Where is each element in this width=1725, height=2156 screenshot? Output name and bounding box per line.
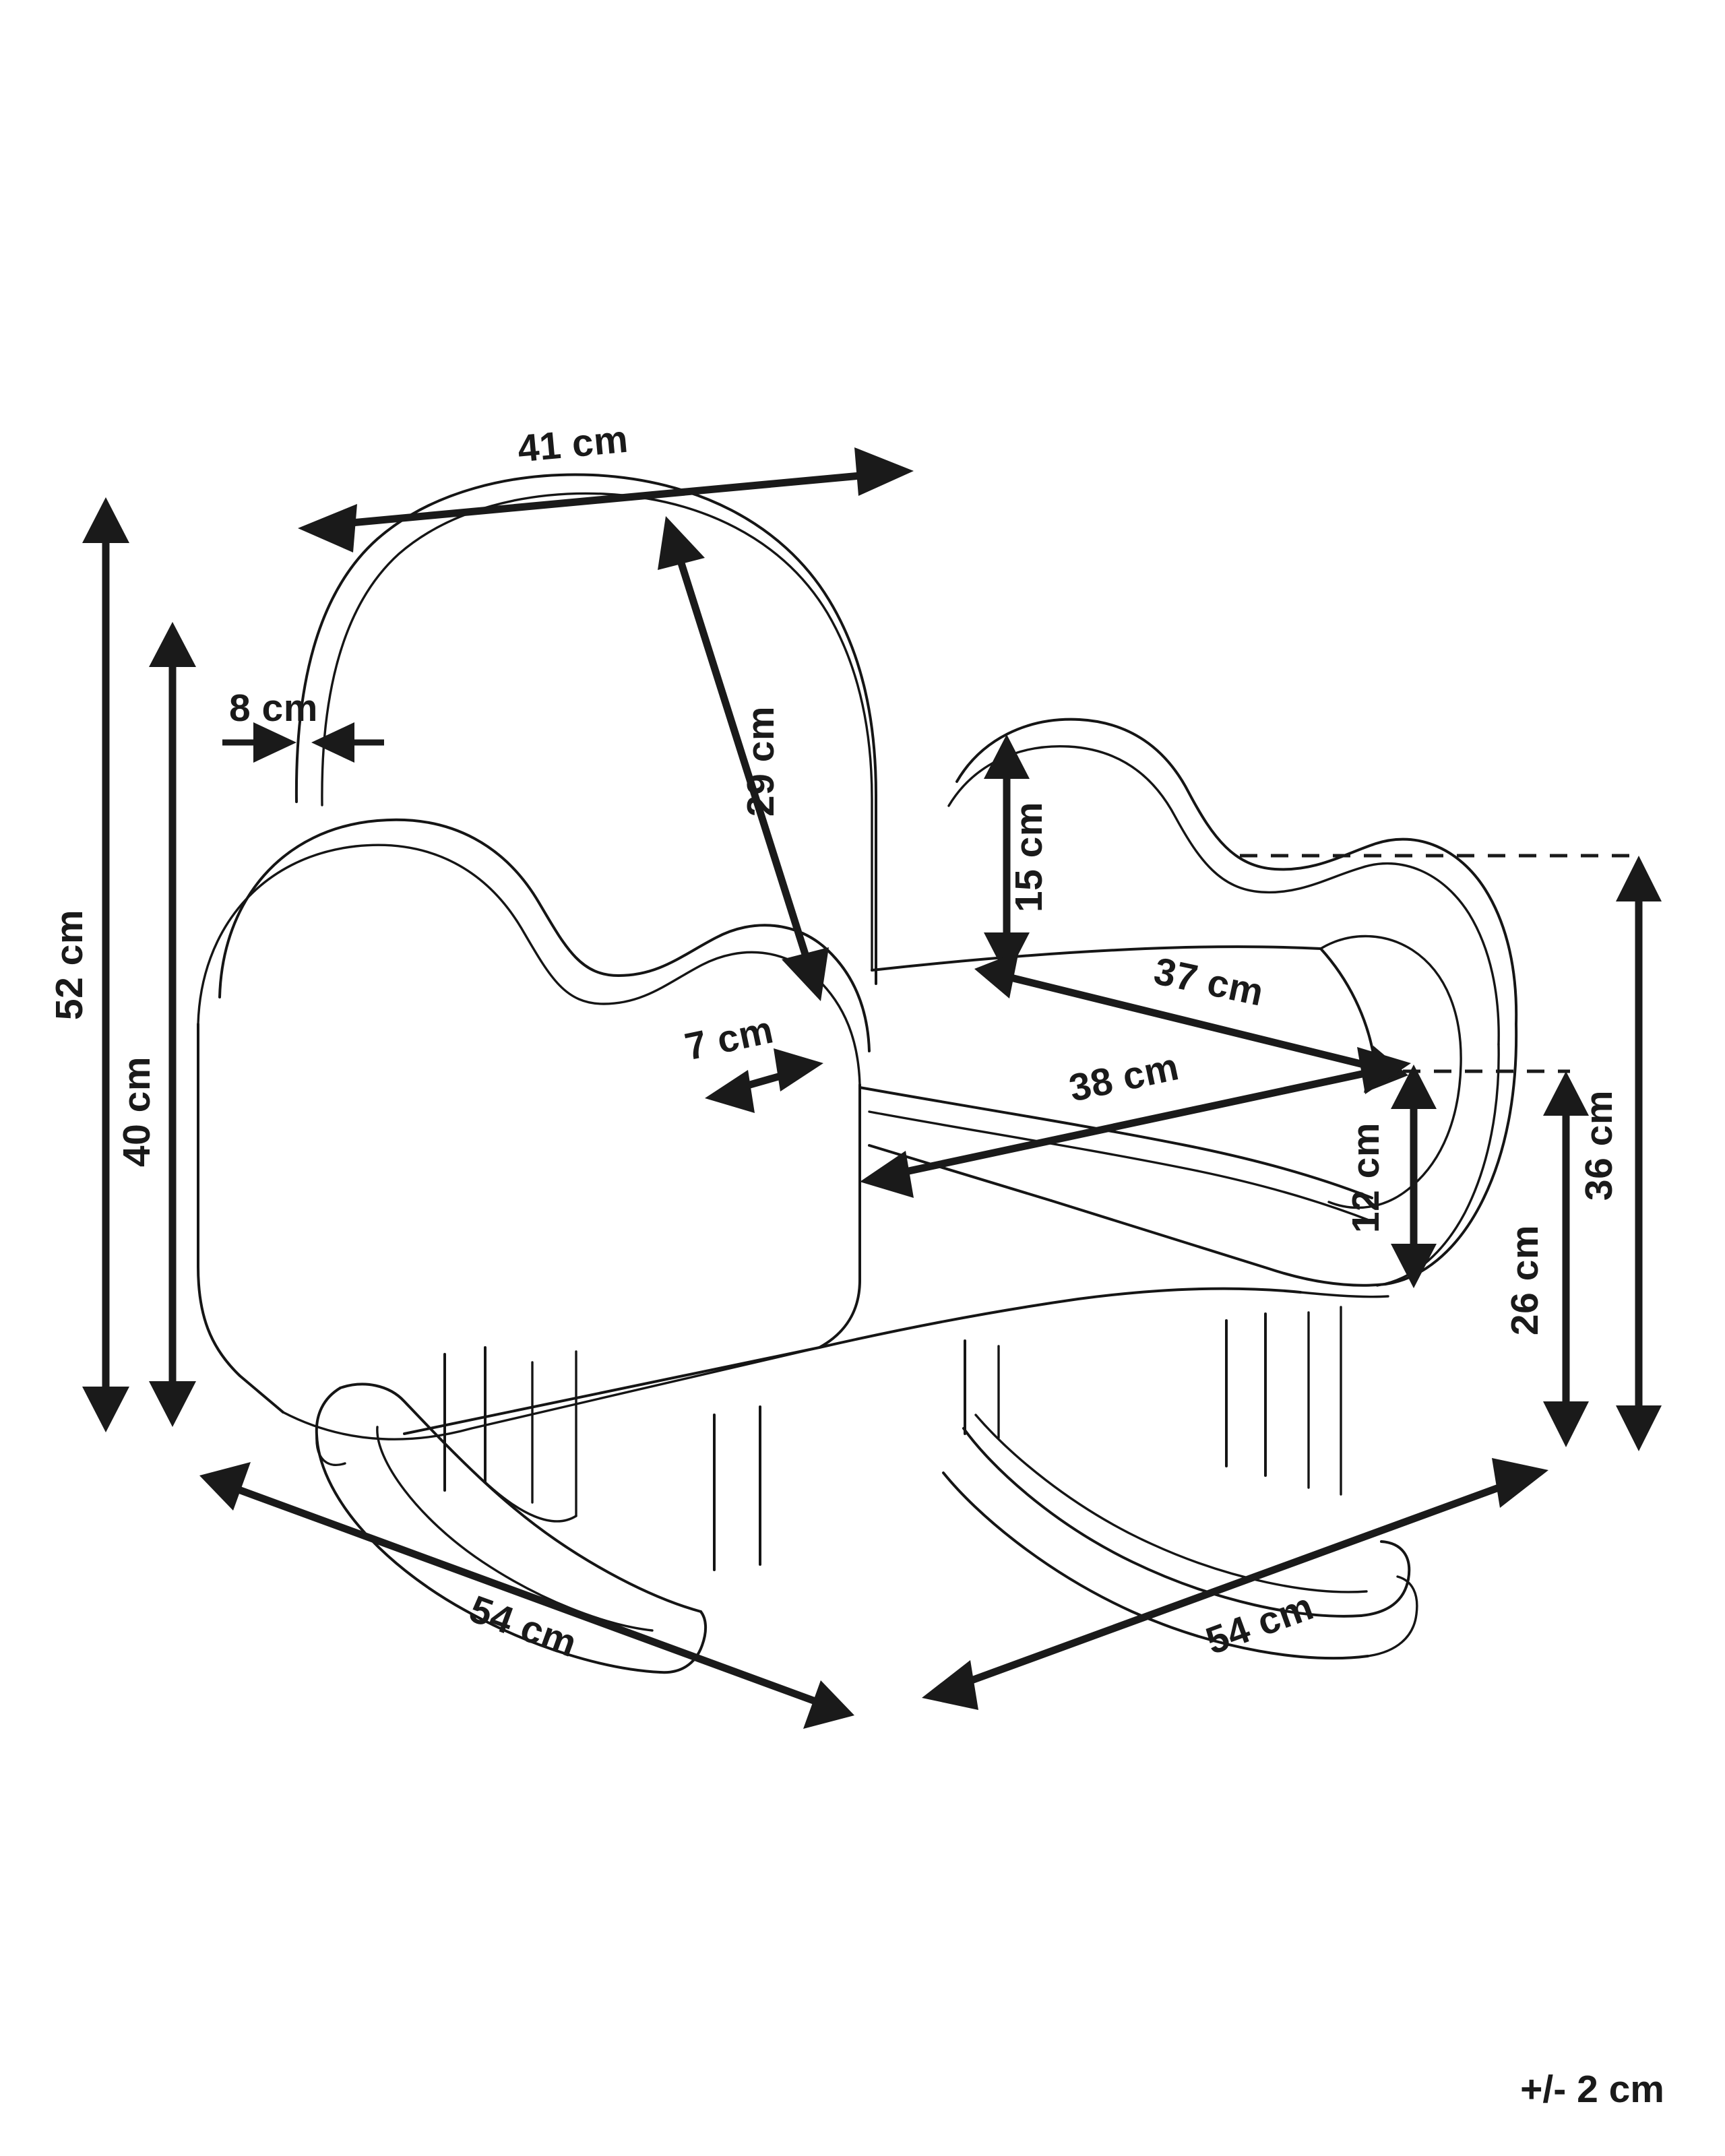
backrest-outer-edge [294,473,877,965]
right-rocker-runner-end [1360,1540,1411,1617]
dim-54-right-arrowhead-start [922,1660,978,1710]
dimension-seat-back-height: 40 cm [115,622,196,1427]
dim-8-label: 8 cm [229,687,318,730]
dimension-seat-depth-front: 38 cm [860,1045,1411,1198]
backrest-inner-edge [321,492,873,972]
left-armrest-bottom-edge [403,1083,861,1435]
right-armrest-inner-outline [947,744,1500,1046]
dim-40-arrowhead-bottom [149,1381,196,1427]
seat-cushion-thickness [868,1110,1372,1222]
dim-41-arrowhead-left [298,504,357,552]
dimension-seat-height: 26 cm [1503,1071,1589,1447]
dim-29-arrowhead-bottom [782,947,829,1001]
dimension-backrest-thickness: 8 cm [222,687,384,763]
dimension-armrest-thickness: 7 cm [681,1008,823,1113]
dim-12-label: 12 cm [1344,1122,1387,1233]
chair-lower-skirt-back [1299,1291,1389,1298]
right-armrest-bottom-join [1050,1199,1387,1287]
left-rocker-runner-top [315,1387,662,1674]
dimension-backrest-width: 41 cm [298,418,914,552]
right-rocker-runner-bottom [942,1471,1369,1660]
dim-41-line [321,469,890,530]
left-rocker-runner-end [659,1610,707,1674]
dim-29-label: 29 cm [739,706,782,817]
chair-body-lower-right [868,1144,1053,1202]
dim-29-line [674,551,813,966]
dimension-base-depth-left: 54 cm [199,1462,854,1729]
dim-54-right-line [955,1478,1515,1690]
left-armrest-bottom-curve [282,1346,821,1440]
dim-54-right-arrowhead-end [1492,1458,1548,1508]
dim-7-arrowhead-right [774,1048,823,1091]
dim-54-left-arrowhead-end [803,1680,854,1729]
left-rocker-leg-base-connector [484,1481,577,1523]
tolerance-note: +/- 2 cm [1520,2068,1664,2111]
dimension-overall-height: 52 cm [48,497,129,1432]
right-armrest-top-outline [955,718,1518,1025]
dim-38-label: 38 cm [1065,1045,1183,1110]
dim-7-arrowhead-left [705,1070,755,1113]
dim-40-arrowhead-top [149,622,196,667]
chair-illustration [197,473,1518,1674]
right-rocker-runner-top [962,1427,1362,1618]
seat-right-edge [1319,947,1376,1063]
seat-front-edge [858,1086,1373,1199]
dimension-seat-front-drop: 12 cm [1344,1065,1437,1288]
right-rocker-runner-inner [974,1414,1368,1593]
dim-26-arrowhead-bottom [1543,1401,1589,1447]
dim-36-arrowhead-bottom [1616,1405,1662,1451]
dim-40-label: 40 cm [115,1056,158,1167]
left-rocker-runner-bottom [339,1383,702,1613]
dim-52-arrowhead-bottom [82,1387,129,1432]
dim-15-label: 15 cm [1007,802,1050,912]
dim-8-arrowhead-right [311,722,354,763]
dimension-overall-depth: 36 cm [1577,856,1662,1451]
dim-37-arrowhead-left [974,951,1019,998]
dim-26-arrowhead-top [1543,1071,1589,1116]
dim-8-arrowhead-left [253,722,296,763]
dim-54-left-line [232,1484,822,1707]
dim-41-arrowhead-right [854,447,914,496]
dim-37-line [1007,973,1376,1071]
dim-15-arrowhead-bottom [984,932,1030,977]
dim-54-left-label: 54 cm [464,1587,582,1666]
dim-36-arrowhead-top [1616,856,1662,901]
right-armrest-third-contour [1319,934,1462,1209]
dim-29-arrowhead-top [658,516,705,570]
dim-38-line [895,1067,1376,1178]
dimension-armrest-height: 15 cm [984,734,1050,977]
dim-54-left-arrowhead-start [199,1462,251,1511]
dimension-backrest-height: 29 cm [658,516,829,1001]
dim-38-arrowhead-left [860,1151,914,1198]
dim-41-label: 41 cm [516,418,630,471]
dim-12-arrowhead-bottom [1391,1244,1437,1288]
left-armrest-side-panel [197,1023,284,1414]
dimension-base-depth-right: 54 cm [922,1458,1548,1710]
left-armrest-top-outline [218,818,871,1052]
dim-15-arrowhead-top [984,734,1030,779]
dim-52-label: 52 cm [48,910,91,1020]
dimension-seat-depth-back: 37 cm [974,949,1408,1093]
seat-back-edge [871,945,1322,972]
dim-12-arrowhead-top [1391,1065,1437,1109]
chair-lower-skirt [818,1287,1302,1349]
dim-7-label: 7 cm [681,1008,777,1069]
dim-37-label: 37 cm [1150,949,1267,1015]
left-rocker-tip-cap [315,1434,346,1467]
dim-26-label: 26 cm [1503,1225,1546,1335]
right-rocker-runner-end-inner [1367,1575,1418,1657]
dim-52-arrowhead-top [82,497,129,543]
